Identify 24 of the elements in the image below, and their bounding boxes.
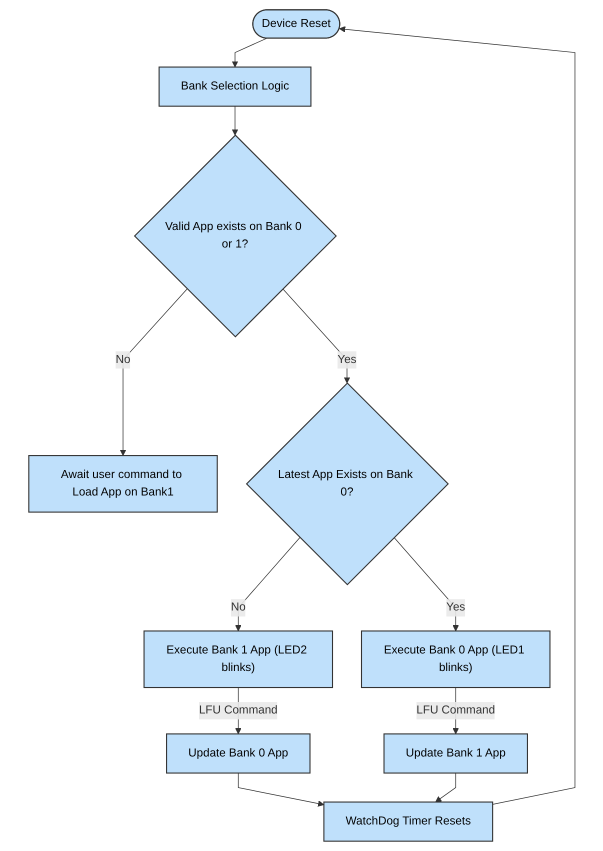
node-diamond: Valid App exists on Bank 0 or 1?: [133, 134, 336, 338]
edge-label: No: [115, 353, 130, 366]
node-box: Await user command to Load App on Bank1: [28, 455, 218, 513]
arrow: [393, 537, 459, 632]
arrow: [234, 537, 300, 632]
arrow: [231, 106, 238, 136]
node-box: Update Bank 0 App: [166, 733, 310, 774]
node-box: Bank Selection Logic: [158, 66, 312, 107]
arrow: [231, 38, 266, 68]
node-diamond: Latest App Exists on Bank 0?: [245, 382, 448, 586]
arrow: [434, 772, 456, 802]
edge-label: Yes: [337, 353, 356, 366]
edge-label: No: [230, 601, 246, 614]
node-box: Execute Bank 0 App (LED1 blinks): [360, 630, 550, 688]
node-box: WatchDog Timer Resets: [322, 802, 493, 842]
arrow: [238, 772, 324, 807]
arrow: [282, 288, 350, 384]
node-box: Execute Bank 1 App (LED2 blinks): [143, 630, 333, 688]
arrow: [338, 26, 575, 805]
edge-label: LFU Command: [198, 704, 278, 717]
node-box: Update Bank 1 App: [383, 733, 528, 774]
edge-label: LFU Command: [416, 704, 495, 717]
edge-label: Yes: [446, 601, 465, 614]
arrow: [119, 288, 188, 456]
